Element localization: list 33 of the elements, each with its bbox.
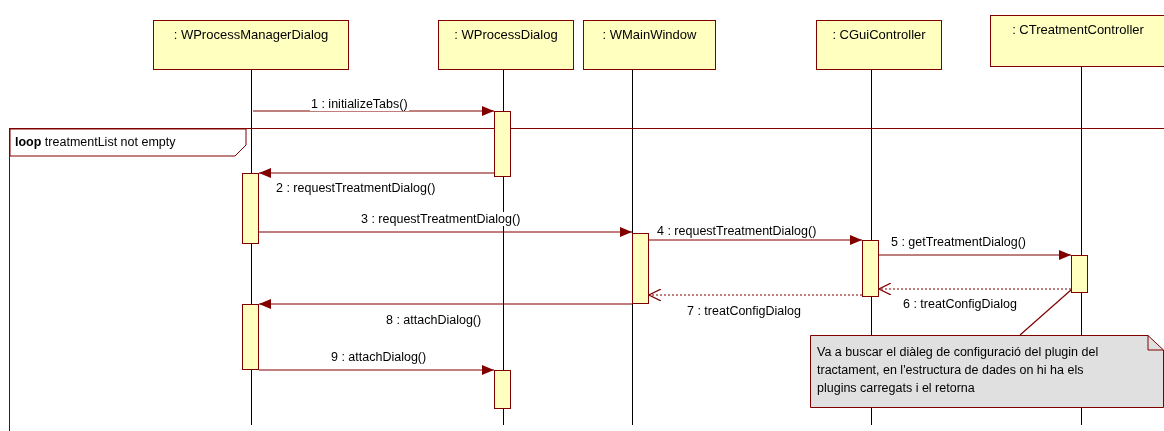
activation-bar <box>242 304 259 370</box>
message-label: 4 : requestTreatmentDialog() <box>656 224 818 238</box>
activation-bar <box>494 111 511 177</box>
message-arrow <box>258 299 633 309</box>
message-arrow <box>878 250 1072 260</box>
message-label: 7 : treatConfigDialog <box>686 304 802 318</box>
message-arrow <box>258 365 495 375</box>
message-arrow <box>648 235 863 245</box>
leader-line <box>1019 289 1072 336</box>
message-arrow <box>648 288 863 302</box>
message-label: 1 : initializeTabs() <box>310 97 409 111</box>
message-label: 3 : requestTreatmentDialog() <box>360 212 522 226</box>
note-box: Va a buscar el diàleg de configuració del plugin del tractament, en l'estructura de dades on hi ha els plugins carregats i el retorna <box>810 335 1164 408</box>
message-label: 6 : treatConfigDialog <box>902 297 1018 311</box>
message-label: 5 : getTreatmentDialog() <box>890 235 1027 249</box>
activation-bar <box>1071 255 1088 293</box>
message-arrow <box>878 282 1072 296</box>
activation-bar <box>632 233 649 304</box>
activation-bar <box>242 173 259 244</box>
participant-box: : CGuiController <box>816 20 942 70</box>
message-arrow <box>252 106 495 116</box>
participant-box: : WProcessManagerDialog <box>153 20 349 70</box>
participant-box: : WProcessDialog <box>438 20 574 70</box>
participant-box: : WMainWindow <box>583 20 716 70</box>
message-label: 2 : requestTreatmentDialog() <box>275 181 437 195</box>
message-label: 9 : attachDialog() <box>330 350 428 364</box>
message-arrow <box>258 227 633 237</box>
message-label: 8 : attachDialog() <box>385 313 483 327</box>
participant-box: : CTreatmentController <box>990 15 1164 67</box>
loop-label: loop treatmentList not empty <box>15 135 176 149</box>
activation-bar <box>494 370 511 409</box>
activation-bar <box>862 240 879 297</box>
message-arrow <box>258 168 495 178</box>
